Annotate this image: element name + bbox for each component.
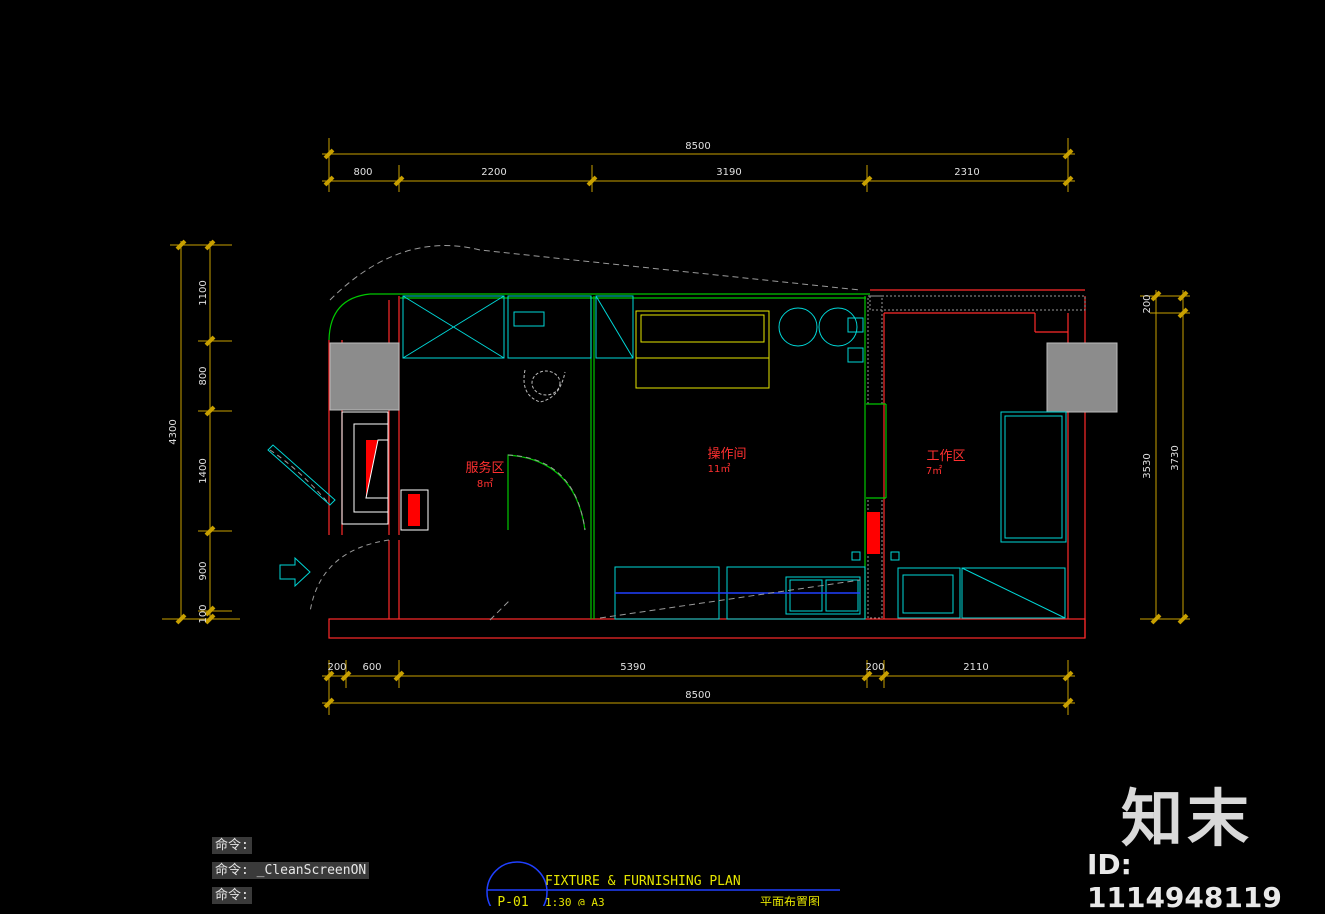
dim-top-3: 3190 xyxy=(716,167,741,178)
dim-left-total: 4300 xyxy=(168,419,179,444)
person-figure xyxy=(523,369,566,403)
fire-hydrant-2 xyxy=(867,512,880,554)
dim-right-1: 200 xyxy=(1142,294,1153,313)
dim-top-total: 8500 xyxy=(685,141,710,152)
fixtures xyxy=(267,295,1067,620)
brand-watermark-logo: 知末 xyxy=(1120,782,1253,855)
canopy-outline xyxy=(329,245,861,301)
yellow-furniture xyxy=(635,310,770,389)
command-input-line[interactable]: 命令: xyxy=(212,887,252,904)
dim-left-1: 1100 xyxy=(198,280,209,305)
room-area-kitchen: 11㎡ xyxy=(708,463,731,475)
dim-left-4: 900 xyxy=(198,561,209,580)
dim-bottom-total: 8500 xyxy=(685,690,710,701)
room-name-kitchen: 操作间 xyxy=(707,446,746,462)
top-dimension-lines xyxy=(162,138,1190,715)
hatched-wall-column xyxy=(867,295,883,405)
room-name-work: 工作区 xyxy=(926,449,965,464)
dim-left-2: 800 xyxy=(198,366,209,385)
room-labels: 服务区 8㎡ 操作间 11㎡ 工作区 7㎡ xyxy=(465,446,965,490)
column-block-left xyxy=(329,342,400,411)
column-block-right xyxy=(1046,342,1118,413)
hatched-wall-column-lower xyxy=(867,497,883,619)
dim-left-5: 100 xyxy=(198,604,209,623)
dimension-ticks xyxy=(175,148,1189,709)
signage-diagonal xyxy=(365,439,389,499)
command-history-line-1: 命令: xyxy=(212,837,252,854)
dim-top-1: 800 xyxy=(353,167,372,178)
room-name-service: 服务区 xyxy=(465,460,504,476)
partitions xyxy=(328,293,887,619)
dim-left-3: 1400 xyxy=(198,458,209,483)
dim-right-3: 3730 xyxy=(1170,445,1181,470)
brand-watermark-id: ID: 1114948119 xyxy=(1087,848,1282,914)
fire-hydrant xyxy=(408,494,420,526)
dim-right-2: 3530 xyxy=(1142,453,1153,478)
command-history-line-2: 命令: _CleanScreenON xyxy=(212,862,370,879)
sheet-circle xyxy=(486,861,548,906)
door-swings xyxy=(269,449,586,613)
drawing-title-cn: 平面布置图 xyxy=(760,895,820,906)
sheet-number: P-01 xyxy=(497,895,528,906)
dim-top-2: 2200 xyxy=(481,167,506,178)
dim-bottom-2: 600 xyxy=(362,662,381,673)
dimension-texts: 8500 800 2200 3190 2310 200 600 5390 200… xyxy=(168,141,1181,701)
room-area-work: 7㎡ xyxy=(926,465,942,477)
title-block: P-01 FIXTURE & FURNISHING PLAN 1:30 @ A3… xyxy=(486,861,840,906)
drawing-scale: 1:30 @ A3 xyxy=(545,896,605,906)
dim-bottom-1: 200 xyxy=(327,662,346,673)
dim-bottom-5: 2110 xyxy=(963,662,988,673)
dashed-guides xyxy=(489,579,861,621)
dim-top-4: 2310 xyxy=(954,167,979,178)
room-area-service: 8㎡ xyxy=(477,478,493,490)
fire-hydrant-box xyxy=(400,489,429,531)
dim-bottom-4: 200 xyxy=(865,662,884,673)
hatched-wall-top xyxy=(869,295,1086,311)
dim-bottom-3: 5390 xyxy=(620,662,645,673)
drawing-title-en: FIXTURE & FURNISHING PLAN xyxy=(545,874,741,889)
